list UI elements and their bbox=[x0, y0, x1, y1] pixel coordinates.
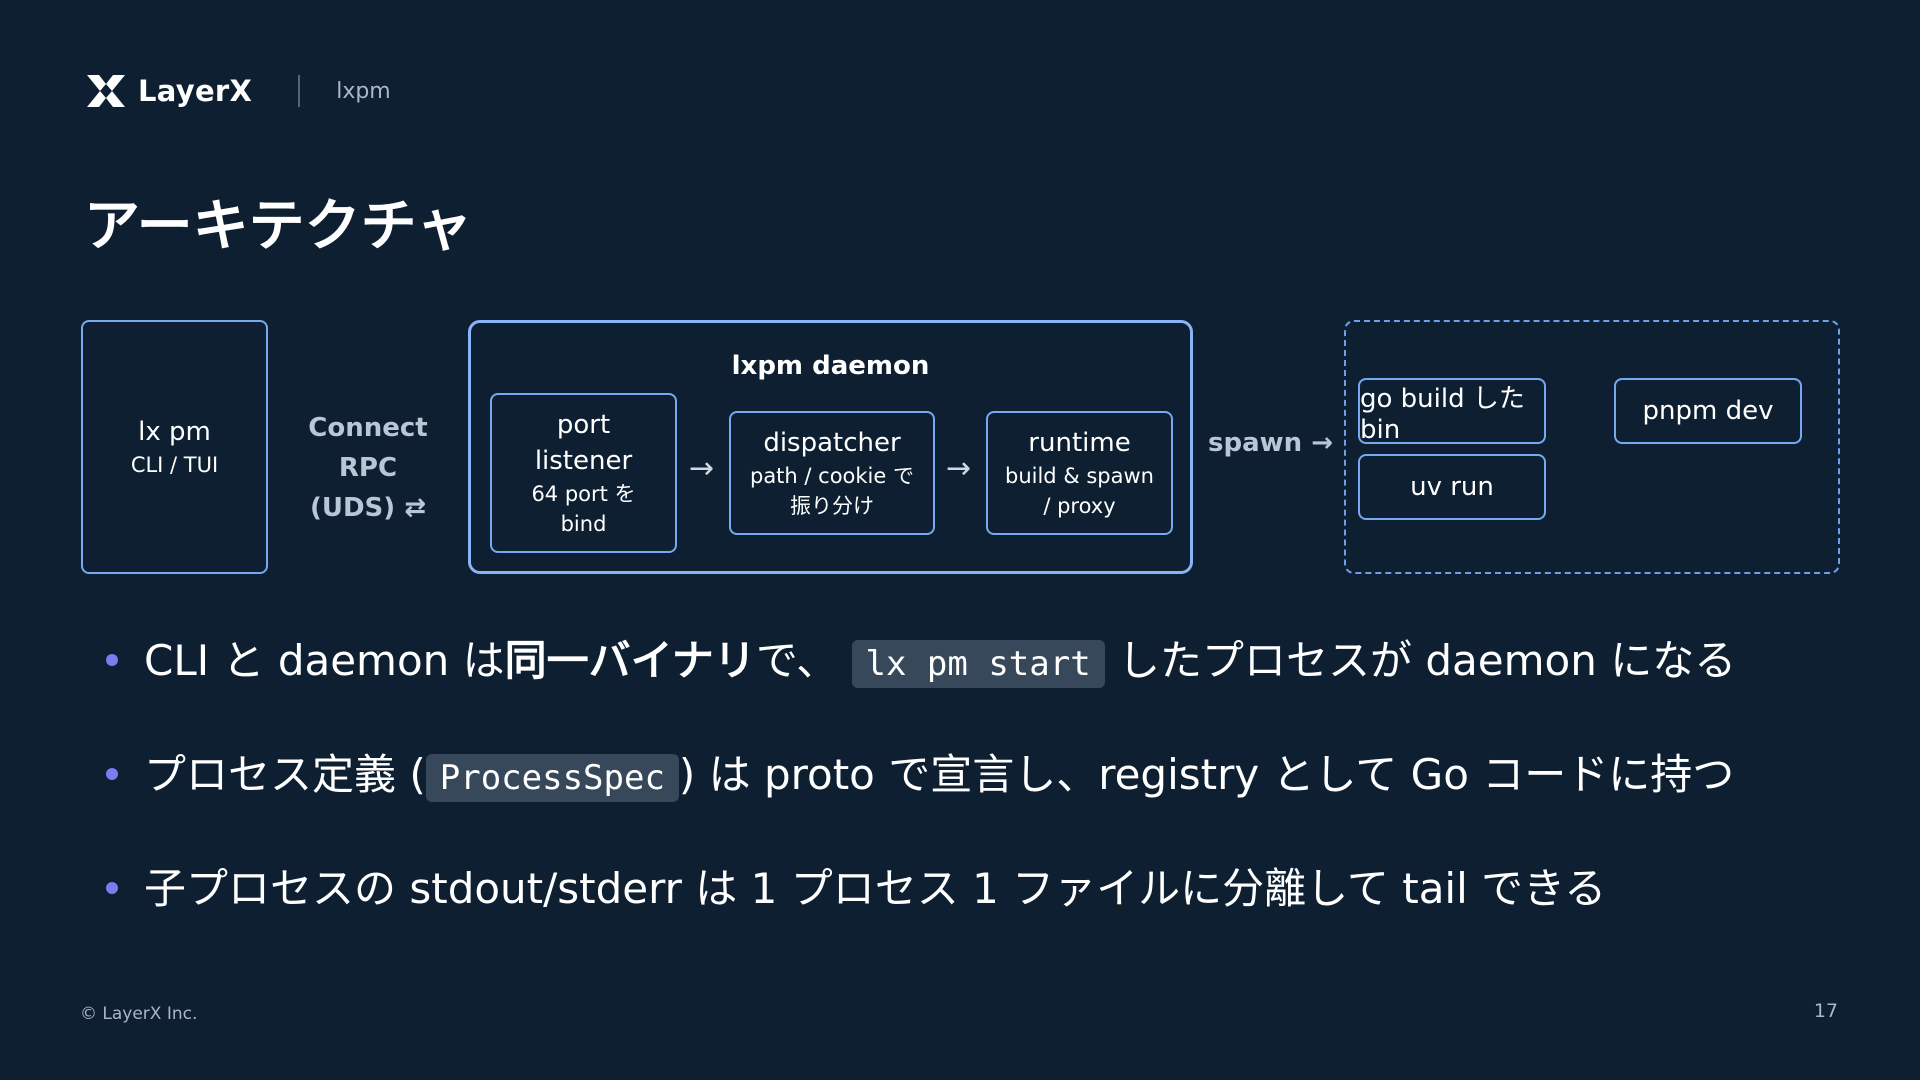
inline-code: ProcessSpec bbox=[425, 754, 679, 802]
runtime-desc-1: build & spawn bbox=[1005, 464, 1154, 488]
port-listener-title-2: listener bbox=[534, 446, 633, 476]
runtime-box: runtime build & spawn / proxy bbox=[986, 411, 1173, 535]
cli-box-title: lx pm bbox=[138, 417, 211, 447]
layerx-logo-icon bbox=[87, 75, 125, 107]
bullet-text: ) は proto で宣言し、registry として Go コードに持つ bbox=[678, 750, 1735, 799]
dispatcher-title: dispatcher bbox=[763, 428, 901, 458]
cli-box-subtitle: CLI / TUI bbox=[130, 453, 219, 477]
header: LayerX lxpm bbox=[84, 70, 391, 112]
spawn-targets-group: go build した bin pnpm dev uv run bbox=[1344, 320, 1840, 574]
flow-arrow: → bbox=[689, 451, 715, 486]
bullet-text: したプロセスが daemon になる bbox=[1118, 636, 1737, 685]
bullet-item: プロセス定義 (ProcessSpec) は proto で宣言し、regist… bbox=[104, 742, 1736, 856]
bullet-dot bbox=[106, 882, 118, 894]
port-listener-desc-2: bind bbox=[560, 512, 607, 536]
daemon-container: lxpm daemon port listener 64 port を bind… bbox=[468, 320, 1193, 574]
dispatcher-box: dispatcher path / cookie で 振り分け bbox=[729, 411, 935, 535]
inline-code: lx pm start bbox=[851, 640, 1105, 688]
port-listener-desc-1: 64 port を bbox=[531, 482, 636, 506]
dispatcher-desc-1: path / cookie で bbox=[749, 464, 914, 488]
bullet-text: プロセス定義 ( bbox=[144, 750, 426, 799]
bullet-item: 子プロセスの stdout/stderr は 1 プロセス 1 ファイルに分離し… bbox=[104, 856, 1736, 970]
bullet-item: CLI と daemon は同一バイナリで、 lx pm start したプロセ… bbox=[104, 628, 1736, 742]
cli-box: lx pm CLI / TUI bbox=[81, 320, 268, 574]
footer-copyright: © LayerX Inc. bbox=[80, 1004, 198, 1024]
bullet-text: で、 bbox=[755, 636, 839, 685]
daemon-title: lxpm daemon bbox=[731, 351, 930, 381]
runtime-desc-2: / proxy bbox=[1043, 494, 1116, 518]
logo-text: LayerX bbox=[138, 74, 253, 108]
target-pnpm-dev: pnpm dev bbox=[1614, 378, 1802, 444]
bullet-text: 子プロセスの stdout/stderr は 1 プロセス 1 ファイルに分離し… bbox=[144, 864, 1607, 913]
dispatcher-desc-2: 振り分け bbox=[790, 494, 874, 518]
header-divider bbox=[298, 75, 301, 107]
target-go-build-bin: go build した bin bbox=[1358, 378, 1546, 445]
rpc-label-line1: Connect RPC bbox=[308, 413, 428, 483]
header-product-name: lxpm bbox=[336, 78, 391, 104]
page-title: アーキテクチャ bbox=[84, 194, 473, 259]
bullet-list: CLI と daemon は同一バイナリで、 lx pm start したプロセ… bbox=[104, 628, 1736, 970]
bullet-emphasis: 同一バイナリ bbox=[504, 636, 756, 685]
bullet-text: CLI と daemon は bbox=[144, 636, 505, 685]
runtime-title: runtime bbox=[1028, 428, 1131, 458]
bullet-dot bbox=[106, 654, 118, 666]
flow-arrow: → bbox=[946, 451, 972, 486]
bullet-dot bbox=[106, 768, 118, 780]
rpc-connection-label: Connect RPC (UDS) ⇄ bbox=[276, 408, 460, 528]
spawn-label: spawn → bbox=[1208, 428, 1333, 458]
port-listener-box: port listener 64 port を bind bbox=[490, 393, 677, 553]
target-uv-run: uv run bbox=[1358, 454, 1546, 520]
rpc-label-line2: (UDS) ⇄ bbox=[309, 493, 427, 523]
page-number: 17 bbox=[1813, 1000, 1838, 1022]
port-listener-title-1: port bbox=[556, 410, 611, 440]
